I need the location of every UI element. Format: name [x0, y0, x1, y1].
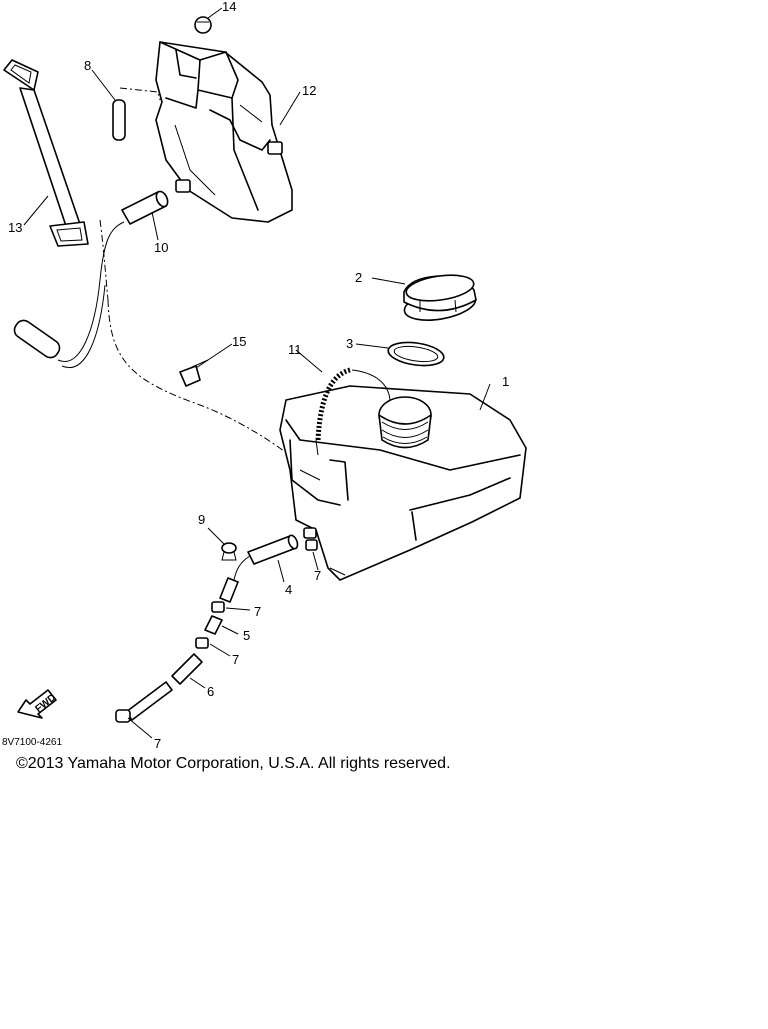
breather-11 [315, 367, 391, 456]
callout-7-end: 7 [154, 736, 161, 751]
callout-numbers: 1 2 3 4 5 6 7 7 7 7 8 9 10 11 12 13 14 1… [8, 0, 509, 751]
callout-2: 2 [355, 270, 362, 285]
callout-12: 12 [302, 83, 316, 98]
callout-8: 8 [84, 58, 91, 73]
callout-13: 13 [8, 220, 22, 235]
callout-5: 5 [243, 628, 250, 643]
fuel-cap-2 [403, 274, 477, 321]
cap-14 [194, 16, 212, 34]
callout-10: 10 [154, 240, 168, 255]
hose-10 [121, 190, 169, 225]
band-13 [3, 59, 89, 247]
callout-14: 14 [222, 0, 236, 14]
callout-9: 9 [198, 512, 205, 527]
callout-3: 3 [346, 336, 353, 351]
callout-7-upper: 7 [254, 604, 261, 619]
breather-hose [13, 219, 331, 491]
clamp-9 [221, 542, 237, 561]
pipe-8 [112, 87, 161, 141]
holder-15 [179, 359, 209, 387]
callout-1: 1 [502, 374, 509, 389]
leader-lines [23, 7, 491, 739]
fuel-tank-1 [279, 385, 527, 581]
fwd-label: FWD [33, 692, 58, 715]
fwd-arrow-icon: FWD [17, 689, 58, 719]
callout-6: 6 [207, 684, 214, 699]
callout-4: 4 [285, 582, 292, 597]
gasket-3 [387, 341, 445, 367]
oil-tank-12 [155, 41, 293, 223]
callout-15: 15 [232, 334, 246, 349]
callout-7-tank: 7 [314, 568, 321, 583]
fuel-line [115, 534, 318, 723]
reference-code: 8V7100-4261 [2, 737, 62, 748]
callout-7-middle: 7 [232, 652, 239, 667]
callout-11: 11 [288, 342, 302, 357]
copyright-notice: ©2013 Yamaha Motor Corporation, U.S.A. A… [16, 755, 451, 772]
